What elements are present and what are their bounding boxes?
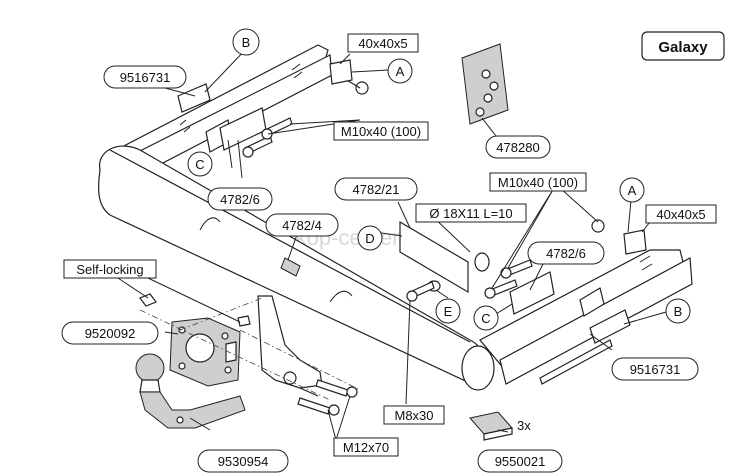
label-spacer-left: 4782/6 — [207, 187, 273, 211]
label-plate-d: 4782/21 — [334, 177, 418, 201]
label-ball-neck-text: 9530954 — [218, 454, 269, 469]
callout-d: D — [357, 225, 383, 251]
callout-a-right: A — [619, 177, 645, 203]
label-kit-block: 478280 — [485, 135, 551, 159]
label-bolt-right-text: M10x40 (100) — [498, 175, 578, 190]
label-bolt-m12: M12x70 — [333, 437, 399, 457]
socket-plate — [139, 293, 251, 387]
callout-b-right: B — [665, 298, 691, 324]
callout-c-left: C — [187, 151, 213, 177]
label-bolt-m8-text: M8x30 — [394, 408, 433, 423]
label-pack-text: 9550021 — [495, 454, 546, 469]
label-bolt-top: M10x40 (100) — [333, 121, 429, 141]
label-bracket-left: 9516731 — [103, 65, 187, 89]
label-pack: 9550021 — [477, 449, 563, 473]
label-ball-neck: 9530954 — [197, 449, 289, 473]
callout-c-left-letter: C — [195, 157, 204, 172]
label-spacer-right-text: 4782/6 — [546, 246, 586, 261]
label-bolt-right: M10x40 (100) — [489, 172, 587, 192]
label-crossbar-text: 4782/4 — [282, 218, 322, 233]
label-tube-spec-text: Ø 18X11 L=10 — [429, 206, 512, 221]
label-pack-qty: 3x — [517, 418, 531, 433]
label-bolt-top-text: M10x40 (100) — [341, 124, 421, 139]
callout-a-top: A — [387, 58, 413, 84]
ball-neck — [135, 353, 246, 429]
spacer-plates — [219, 107, 555, 315]
callout-d-letter: D — [365, 231, 374, 246]
plate-d — [399, 220, 490, 302]
model-name: Galaxy — [658, 39, 708, 56]
label-spacer-right: 4782/6 — [527, 241, 605, 265]
callout-b-left-letter: B — [242, 35, 251, 50]
square-plates — [329, 59, 647, 255]
model-badge: Galaxy — [641, 31, 725, 61]
label-bolt-m8: M8x30 — [383, 405, 445, 425]
assembly-axes — [139, 297, 361, 401]
label-kit-block-text: 478280 — [496, 140, 539, 155]
label-bolt-m12-text: M12x70 — [343, 440, 389, 455]
callout-b-left: B — [232, 28, 260, 56]
label-bracket-right-text: 9516731 — [630, 362, 681, 377]
callout-e-letter: E — [444, 304, 453, 319]
label-plate-size-right-text: 40x40x5 — [656, 207, 705, 222]
letter-callouts: B A C D E C A B — [187, 28, 691, 331]
label-bracket-left-text: 9516731 — [120, 70, 171, 85]
right-side-bracket — [479, 249, 693, 385]
label-spacer-left-text: 4782/6 — [220, 192, 260, 207]
hanger-bracket — [257, 295, 323, 397]
label-self-locking-text: Self-locking — [76, 262, 143, 277]
label-crossbar: 4782/4 — [265, 213, 339, 237]
label-socket-plate: 9520092 — [61, 321, 159, 345]
mounting-block-kit — [461, 43, 509, 125]
callout-a-right-letter: A — [628, 183, 637, 198]
part-labels: 9516731 40x40x5 M10x40 (100) 478280 4782… — [61, 33, 717, 473]
callout-b-right-letter: B — [674, 304, 683, 319]
wedge-pack — [469, 411, 513, 441]
label-plate-size-top-text: 40x40x5 — [358, 36, 407, 51]
callout-e: E — [435, 298, 461, 324]
bolts-m12 — [297, 379, 358, 416]
label-bracket-right: 9516731 — [611, 357, 699, 381]
left-side-bracket — [119, 44, 333, 179]
callout-c-right-letter: C — [481, 311, 490, 326]
callout-a-top-letter: A — [396, 64, 405, 79]
label-tube-spec: Ø 18X11 L=10 — [415, 203, 527, 223]
label-pack-qty-text: 3x — [517, 418, 531, 433]
label-plate-size-right: 40x40x5 — [645, 204, 717, 224]
bolts-m10 — [242, 75, 605, 299]
label-plate-d-text: 4782/21 — [353, 182, 400, 197]
label-plate-size-top: 40x40x5 — [347, 33, 419, 53]
callout-c-right: C — [473, 305, 499, 331]
label-socket-plate-text: 9520092 — [85, 326, 136, 341]
label-self-locking: Self-locking — [63, 259, 157, 279]
